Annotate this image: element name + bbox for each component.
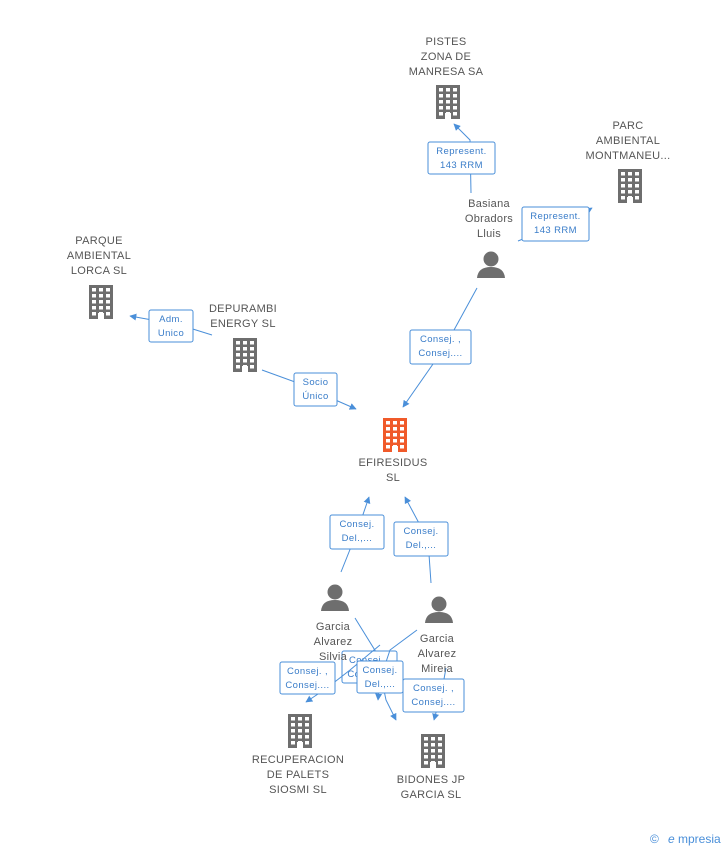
edge-label-line: Consej. , (287, 666, 328, 677)
edge-label-line: Consej.... (418, 348, 462, 359)
relation-edge-e11[interactable]: Consej. , Consej.... (402, 667, 465, 721)
node-label-line: RECUPERACION (252, 754, 344, 766)
edge-label-line: Consej.... (285, 680, 329, 691)
node-label-line: Basiana (468, 198, 510, 210)
node-pistes[interactable]: PISTES ZONA DE MANRESA SA (409, 36, 484, 119)
node-label-line: SL (386, 472, 400, 484)
node-label-line: Garcia (420, 633, 455, 645)
node-label-line: ENERGY SL (210, 318, 275, 330)
edge-label-line: Adm. (159, 314, 183, 325)
edge-label-box (329, 514, 385, 550)
edge-arrow (305, 644, 381, 703)
edge-label-box (148, 309, 194, 343)
brand-name: mpresia (678, 832, 721, 846)
relation-edge-e6[interactable]: Consej. Del.,... (329, 496, 385, 573)
node-label-line: BIDONES JP (397, 774, 465, 786)
node-label-line: ZONA DE (421, 51, 471, 63)
node-label-line: Garcia (316, 621, 351, 633)
node-parc[interactable]: PARC AMBIENTAL MONTMANEU... (586, 120, 671, 203)
edge-label-box (409, 329, 472, 365)
relation-edge-e2[interactable]: Represent. 143 RRM (517, 206, 593, 242)
node-parque[interactable]: PARQUE AMBIENTAL LORCA SL (67, 235, 131, 319)
edge-label-line: Del.,... (406, 540, 437, 551)
relation-edge-e9[interactable]: Consej. , Consej.... (279, 644, 381, 703)
node-label-line: PARQUE (75, 235, 122, 247)
node-recuperacion[interactable]: RECUPERACION DE PALETS SIOSMI SL (252, 714, 344, 796)
building-icon (288, 714, 312, 748)
building-icon (421, 734, 445, 768)
node-bidones[interactable]: BIDONES JP GARCIA SL (397, 734, 465, 801)
edge-label-line: Unico (158, 328, 184, 339)
node-label-line: MONTMANEU... (586, 150, 671, 162)
node-label-line: MANRESA SA (409, 66, 484, 78)
copyright-symbol: © (650, 832, 659, 846)
building-icon (383, 418, 407, 452)
edge-label-box (521, 206, 590, 242)
edge-label-line: Del.,... (365, 679, 396, 690)
edge-label-line: Consej.... (411, 697, 455, 708)
edge-label-line: Consej. (403, 526, 438, 537)
edge-label-box (356, 660, 404, 694)
edge-arrow (453, 123, 472, 194)
edge-label-box (293, 372, 338, 407)
node-efiresidus[interactable]: EFIRESIDUS SL (358, 418, 427, 484)
node-label-line: SIOSMI SL (269, 784, 327, 796)
person-icon (477, 251, 505, 278)
edge-label-box (402, 678, 465, 713)
relation-edge-e1[interactable]: Represent. 143 RRM (427, 123, 496, 194)
edge-label-line: 143 RRM (534, 225, 577, 236)
relation-edge-e10[interactable]: Consej. Del.,... (356, 629, 418, 701)
edge-label-line: Consej. (339, 519, 374, 530)
node-label-line: Alvarez (314, 636, 353, 648)
building-icon (89, 285, 113, 319)
node-label-line: AMBIENTAL (67, 250, 131, 262)
node-label-line: GARCIA SL (401, 789, 462, 801)
edge-label-line: Socio (303, 377, 329, 388)
building-icon (436, 85, 460, 119)
node-label-line: EFIRESIDUS (358, 457, 427, 469)
edge-label-box (427, 141, 496, 175)
node-label-line: Mireia (421, 663, 453, 675)
node-label-line: Silvia (319, 651, 348, 663)
relation-edge-e3[interactable]: Consej. , Consej.... (402, 287, 478, 408)
edge-label-line: Represent. (436, 146, 486, 157)
edge-label-box (393, 521, 449, 557)
node-label-line: PARC (613, 120, 644, 132)
edge-label-line: 143 RRM (440, 160, 483, 171)
brand-initial: e (668, 832, 675, 846)
building-icon (618, 169, 642, 203)
edge-label-line: Consej. , (413, 683, 454, 694)
node-label-line: Obradors (465, 213, 513, 225)
edge-label-line: Consej. (362, 665, 397, 676)
person-icon (321, 584, 349, 611)
node-label-line: AMBIENTAL (596, 135, 660, 147)
node-label-line: DEPURAMBI (209, 303, 277, 315)
edge-label-line: Represent. (530, 211, 580, 222)
relation-edge-e7[interactable]: Consej. Del.,... (393, 496, 449, 584)
node-depurambi[interactable]: DEPURAMBI ENERGY SL (209, 303, 277, 372)
node-label-line: Alvarez (418, 648, 457, 660)
node-label-line: Lluis (477, 228, 501, 240)
edge-label-line: Consej. , (420, 334, 461, 345)
person-icon (425, 596, 453, 623)
relation-edge-e4[interactable]: Adm. Unico (129, 309, 213, 343)
node-label-line: DE PALETS (267, 769, 329, 781)
node-label-line: PISTES (426, 36, 467, 48)
edge-label-box (279, 661, 336, 695)
edge-label-line: Del.,... (342, 533, 373, 544)
node-label-line: LORCA SL (71, 265, 127, 277)
edge-label-line: Único (302, 391, 328, 402)
building-icon (233, 338, 257, 372)
